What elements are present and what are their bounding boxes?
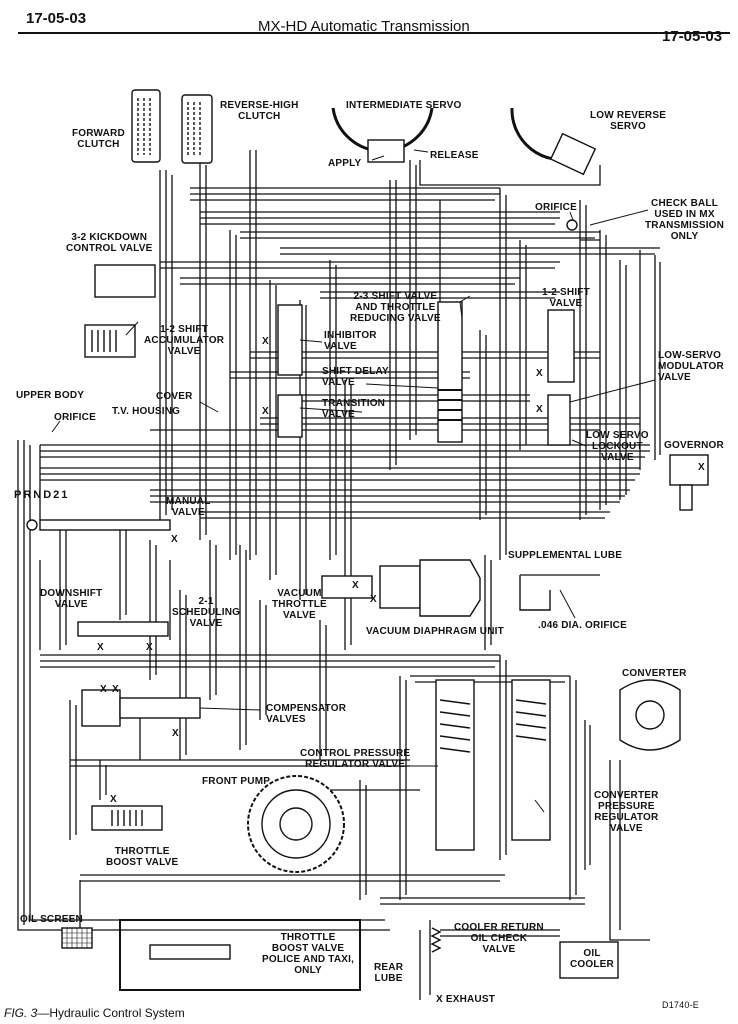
orifice-left-label: ORIFICE — [54, 412, 96, 423]
figure-number: FIG. 3 — [4, 1006, 38, 1020]
check-ball-label: CHECK BALL USED IN MX TRANSMISSION ONLY — [645, 198, 725, 242]
control-pressure-label: CONTROL PRESSURE REGULATOR VALVE — [300, 748, 411, 770]
release-label: RELEASE — [430, 150, 479, 161]
oil-cooler-label: OIL COOLER — [570, 948, 614, 970]
upper-body-label: UPPER BODY — [16, 390, 85, 401]
svg-text:X: X — [110, 794, 117, 805]
kickdown-valve-label: 3-2 KICKDOWN CONTROL VALVE — [66, 232, 153, 254]
page-code-left: 17-05-03 — [26, 10, 87, 27]
drawing-number: D1740-E — [662, 1000, 699, 1010]
page-title: MX-HD Automatic Transmission — [258, 18, 470, 35]
low-servo-lockout-label: LOW SERVO LOCKOUT VALVE — [586, 430, 649, 463]
throttle-boost-label: THROTTLE BOOST VALVE — [106, 846, 179, 868]
compensator-label: COMPENSATOR VALVES — [266, 703, 347, 725]
rear-lube-label: REAR LUBE — [374, 962, 404, 984]
shift-delay-label: SHIFT DELAY VALVE — [322, 366, 389, 388]
svg-text:X: X — [112, 684, 119, 695]
throttle-boost-police-label: THROTTLE BOOST VALVE POLICE AND TAXI, ON… — [262, 932, 355, 976]
front-pump-label: FRONT PUMP — [202, 776, 271, 787]
converter-pressure-label: CONVERTER PRESSURE REGULATOR VALVE — [594, 790, 659, 834]
prnd21-label: PRND21 — [14, 489, 70, 501]
supplemental-lube-label: SUPPLEMENTAL LUBE — [508, 550, 623, 561]
svg-text:X: X — [536, 404, 543, 415]
oil-screen-label: OIL SCREEN — [20, 914, 83, 925]
reverse-high-clutch-label: REVERSE-HIGH CLUTCH — [220, 100, 299, 122]
figure-caption: FIG. 3—Hydraulic Control System — [4, 1006, 185, 1020]
svg-text:X: X — [536, 368, 543, 379]
manual-valve-label: MANUAL VALVE — [166, 496, 211, 518]
forward-clutch-label: FORWARD CLUTCH — [72, 128, 125, 150]
shift-12-label: 1-2 SHIFT VALVE — [542, 287, 590, 309]
transition-label: TRANSITION VALVE — [322, 398, 386, 420]
cooler-return-label: COOLER RETURN OIL CHECK VALVE — [454, 922, 544, 955]
svg-text:X: X — [146, 642, 153, 653]
shift-23-label: 2-3 SHIFT VALVE AND THROTTLE REDUCING VA… — [350, 291, 441, 324]
svg-text:X: X — [370, 594, 377, 605]
tv-housing-label: T.V. HOUSING — [112, 406, 181, 417]
svg-text:X: X — [172, 728, 179, 739]
svg-text:X: X — [698, 462, 705, 473]
vacuum-throttle-label: VACUUM THROTTLE VALVE — [272, 588, 327, 621]
svg-text:X: X — [262, 406, 269, 417]
svg-text:X: X — [100, 684, 107, 695]
scheduling-label: 2-1 SCHEDULING VALVE — [172, 596, 241, 629]
downshift-label: DOWNSHIFT VALVE — [40, 588, 103, 610]
converter-label: CONVERTER — [622, 668, 687, 679]
intermediate-servo-label: INTERMEDIATE SERVO — [346, 100, 462, 111]
orifice-top-label: ORIFICE — [535, 202, 577, 213]
dia-orifice-label: .046 DIA. ORIFICE — [538, 620, 627, 631]
svg-text:X: X — [171, 534, 178, 545]
apply-label: APPLY — [328, 158, 362, 169]
cover-label: COVER — [156, 391, 193, 402]
exhaust-legend: X EXHAUST — [436, 994, 496, 1005]
figure-title: —Hydraulic Control System — [37, 1006, 185, 1020]
low-servo-modulator-label: LOW-SERVO MODULATOR VALVE — [658, 350, 724, 383]
accumulator-label: 1-2 SHIFT ACCUMULATOR VALVE — [144, 324, 225, 357]
svg-text:X: X — [352, 580, 359, 591]
inhibitor-label: INHIBITOR VALVE — [324, 330, 377, 352]
governor-label: GOVERNOR — [664, 440, 724, 451]
low-reverse-servo-label: LOW REVERSE SERVO — [590, 110, 667, 132]
header-rule — [18, 32, 730, 34]
vacuum-unit-label: VACUUM DIAPHRAGM UNIT — [366, 626, 504, 637]
svg-text:X: X — [262, 336, 269, 347]
svg-text:X: X — [97, 642, 104, 653]
